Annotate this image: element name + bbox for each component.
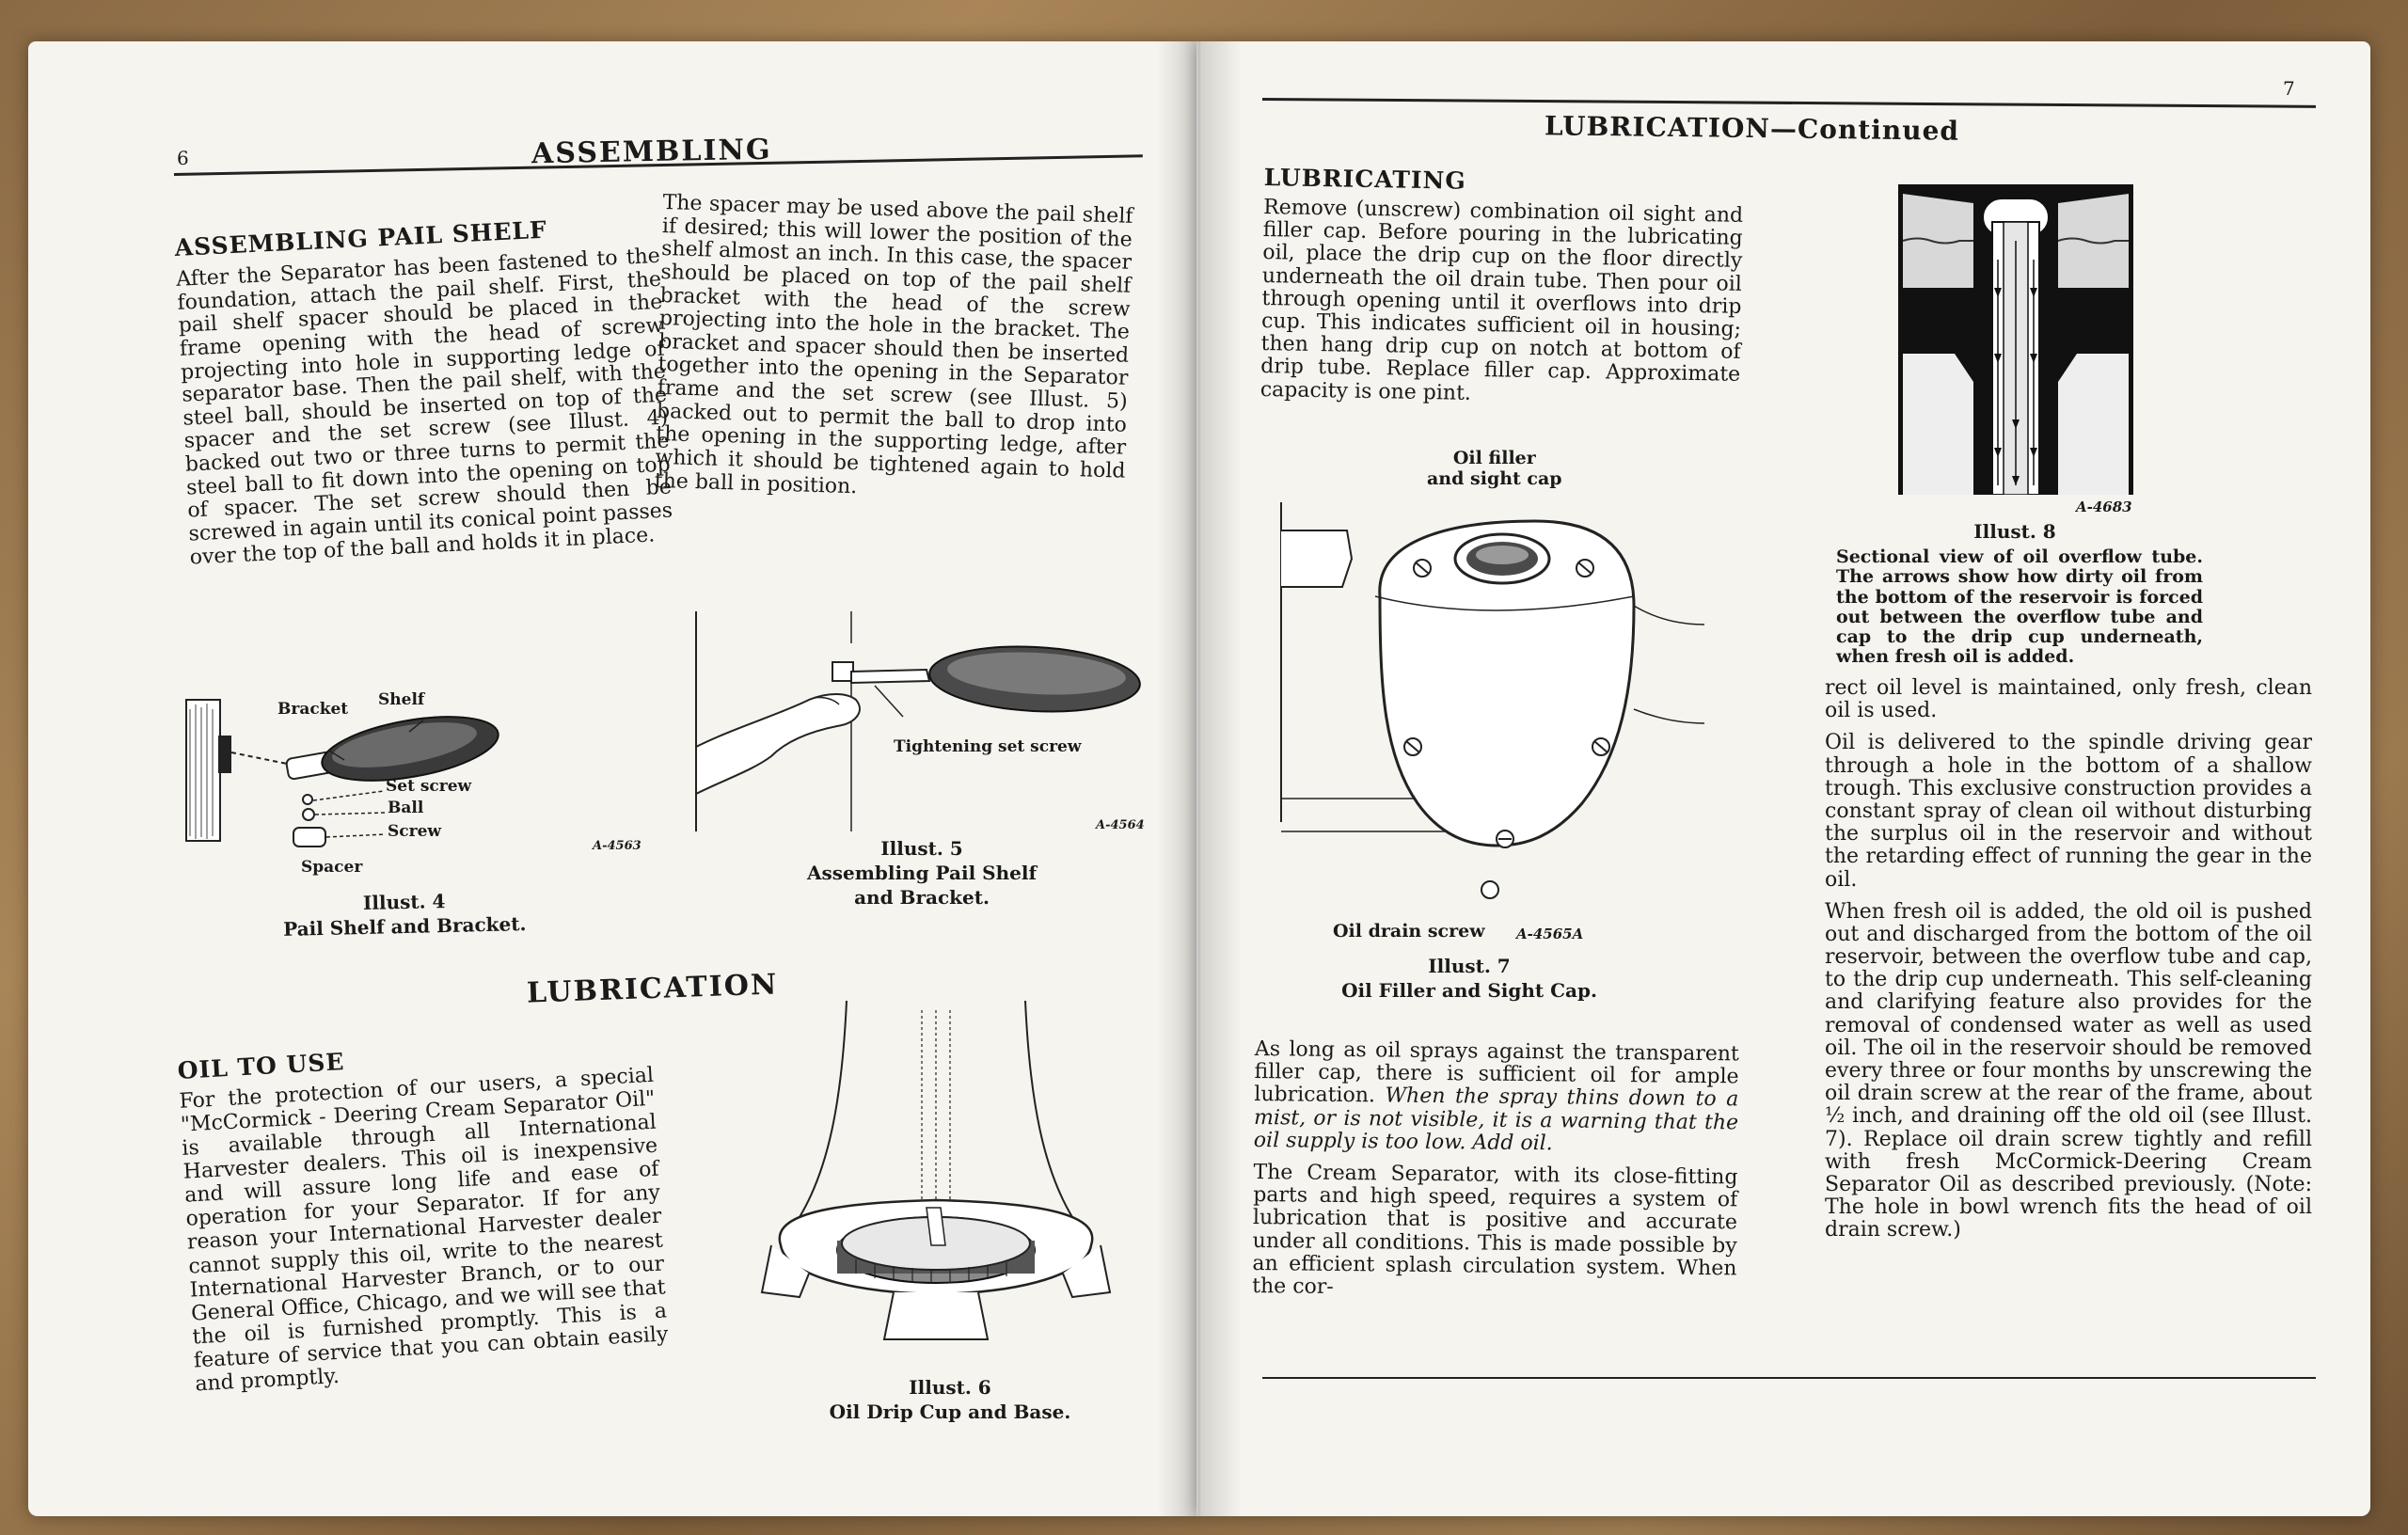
page-title: LUBRICATION—Continued [1544, 110, 1960, 147]
illust-6-caption: Illust. 6 Oil Drip Cup and Base. [829, 1376, 1071, 1423]
illust-4-label-spacer: Spacer [301, 858, 363, 877]
right-column-para-1: rect oil level is maintained, only fresh… [1825, 676, 2312, 723]
spacer-paragraph: The spacer may be used above the pail sh… [654, 191, 1133, 498]
illust-6-figure [760, 1000, 1112, 1340]
illust-8-caption-text: Sectional view of oil overflow tube. The… [1836, 546, 2203, 668]
right-column-para-3: When fresh oil is added, the old oil is … [1825, 899, 2312, 1242]
illust-8-code: A-4683 [2076, 498, 2132, 515]
illust-8-caption-number: Illust. 8 [1973, 520, 2056, 543]
spray-paragraph: As long as oil sprays against the transp… [1252, 1037, 1739, 1312]
assembling-section: ASSEMBLING PAIL SHELF After the Separato… [174, 211, 679, 570]
page-number: 6 [177, 147, 189, 169]
cream-paragraph: The Cream Separator, with its close-fitt… [1252, 1160, 1738, 1299]
illust-8-figure [1898, 184, 2133, 495]
oil-to-use-section: OIL TO USE For the protection of our use… [177, 1031, 674, 1397]
illust-5-code: A-4564 [1096, 818, 1145, 832]
left-page: 6 ASSEMBLING ASSEMBLING PAIL SHELF After… [28, 41, 1196, 1516]
illust-7-code: A-4565A [1516, 926, 1584, 942]
lubrication-title: LUBRICATION [526, 968, 779, 1010]
illust-4-label-shelf: Shelf [378, 690, 425, 709]
illust-4-code: A-4563 [593, 839, 642, 853]
illust-5-figure [695, 611, 1141, 831]
body-text: After the Separator has been fastened to… [175, 244, 673, 570]
right-page: 7 LUBRICATION—Continued LUBRICATING Remo… [1196, 41, 2370, 1516]
open-booklet: 6 ASSEMBLING ASSEMBLING PAIL SHELF After… [28, 41, 2370, 1516]
right-column-text: rect oil level is maintained, only fresh… [1825, 676, 2312, 1252]
illust-7-figure [1280, 502, 1705, 899]
page-number: 7 [2283, 77, 2295, 100]
header-rule [1261, 98, 2316, 108]
page-title: ASSEMBLING [531, 133, 772, 171]
illust-4-label-set-screw: Set screw [386, 777, 472, 796]
illust-4-label-screw: Screw [388, 822, 442, 841]
body-text: For the protection of our users, a speci… [178, 1063, 669, 1397]
illust-7-label-top: Oil filler and sight cap [1427, 448, 1562, 489]
illust-4-figure [185, 699, 499, 847]
lubricating-section: LUBRICATING Remove (unscrew) combination… [1260, 164, 1749, 410]
right-column-para-2: Oil is delivered to the spindle driving … [1825, 731, 2312, 892]
illust-7-label-bottom: Oil drain screw [1333, 921, 1485, 942]
body-text: Remove (unscrew) combination oil sight a… [1259, 195, 1744, 405]
footer-rule [1262, 1377, 2316, 1379]
illust-4-label-bracket: Bracket [277, 700, 349, 719]
illust-5-label: Tightening set screw [894, 737, 1082, 756]
illust-4-label-ball: Ball [388, 799, 424, 817]
illust-4-caption: Illust. 4 Pail Shelf and Bracket. [282, 890, 527, 941]
illust-7-caption: Illust. 7 Oil Filler and Sight Cap. [1341, 955, 1597, 1002]
illust-5-caption: Illust. 5 Assembling Pail Shelf and Brac… [806, 837, 1038, 909]
section-heading: LUBRICATING [1263, 164, 1467, 195]
